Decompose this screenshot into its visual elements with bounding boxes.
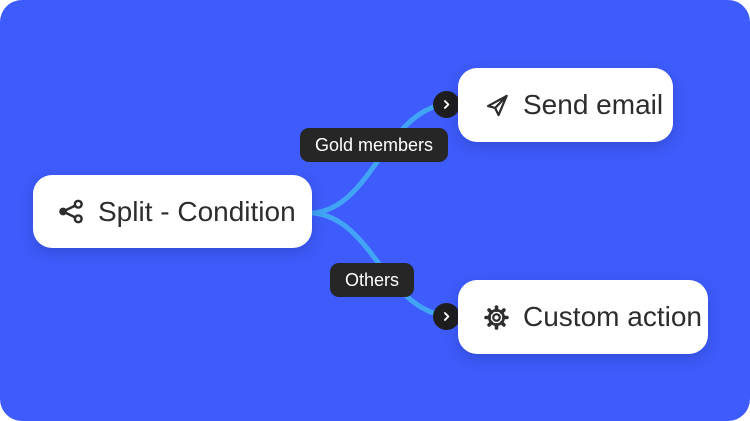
node-send-email[interactable]: Send email bbox=[458, 68, 673, 142]
chevron-right-icon bbox=[439, 309, 454, 324]
branch-label-text: Others bbox=[345, 269, 400, 290]
node-custom-action[interactable]: Custom action bbox=[458, 280, 708, 354]
node-label: Custom action bbox=[523, 301, 702, 332]
branch-entry-badge-send-email[interactable] bbox=[433, 91, 460, 118]
branch-label-gold-members[interactable]: Gold members bbox=[300, 128, 449, 162]
split-icon bbox=[58, 198, 85, 225]
node-split-condition[interactable]: Split - Condition bbox=[33, 175, 312, 248]
send-icon bbox=[483, 92, 510, 119]
chevron-right-icon bbox=[439, 97, 454, 112]
node-label: Send email bbox=[523, 89, 664, 120]
branch-label-text: Gold members bbox=[315, 134, 434, 155]
branch-label-others[interactable]: Others bbox=[330, 263, 415, 297]
gear-icon bbox=[483, 304, 510, 331]
node-label: Split - Condition bbox=[98, 195, 296, 227]
branch-entry-badge-custom-action[interactable] bbox=[433, 303, 460, 330]
